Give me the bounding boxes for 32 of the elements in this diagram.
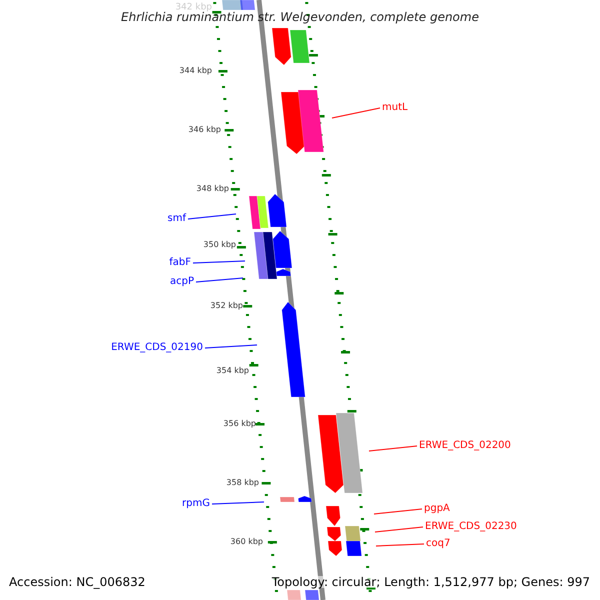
gene-label: pgpA [424, 504, 450, 514]
scale-label: 344 kbp [179, 67, 212, 75]
leader-line [204, 344, 258, 348]
title: Ehrlichia ruminantium str. Welgevonden, complete genome [121, 11, 479, 23]
gene-label: ERWE_CDS_02200 [419, 441, 511, 451]
gene-label: fabF [169, 258, 191, 268]
gene-label: smf [168, 214, 186, 224]
leader-line [196, 278, 244, 282]
leader-line [368, 446, 418, 452]
gene-label: coq7 [426, 539, 450, 549]
leader-line [212, 502, 264, 504]
scale-label: 350 kbp [203, 241, 236, 249]
scale-label: 348 kbp [196, 185, 229, 193]
scale-label: 346 kbp [188, 126, 221, 134]
leader-line [374, 526, 424, 532]
scale-label: 360 kbp [230, 538, 263, 546]
gene-label: acpP [170, 277, 194, 287]
scale-label: 356 kbp [223, 420, 256, 428]
gene-label: ERWE_CDS_02230 [425, 522, 517, 532]
leader-line [188, 214, 236, 220]
leader-line [192, 260, 246, 264]
info-text: Accession: NC_006832 [9, 576, 146, 588]
leader-line [376, 544, 424, 546]
scale-label: 352 kbp [210, 302, 243, 310]
gene-label: ERWE_CDS_02190 [111, 343, 203, 353]
scale-label: 358 kbp [226, 479, 259, 487]
leader-line [332, 108, 380, 118]
gene-label: mutL [382, 103, 408, 113]
leader-line [374, 508, 422, 514]
scale-label: 354 kbp [216, 367, 249, 375]
gene-label: rpmG [182, 499, 210, 509]
info-text: Topology: circular; Length: 1,512,977 bp; Genes: 997 [272, 576, 590, 588]
